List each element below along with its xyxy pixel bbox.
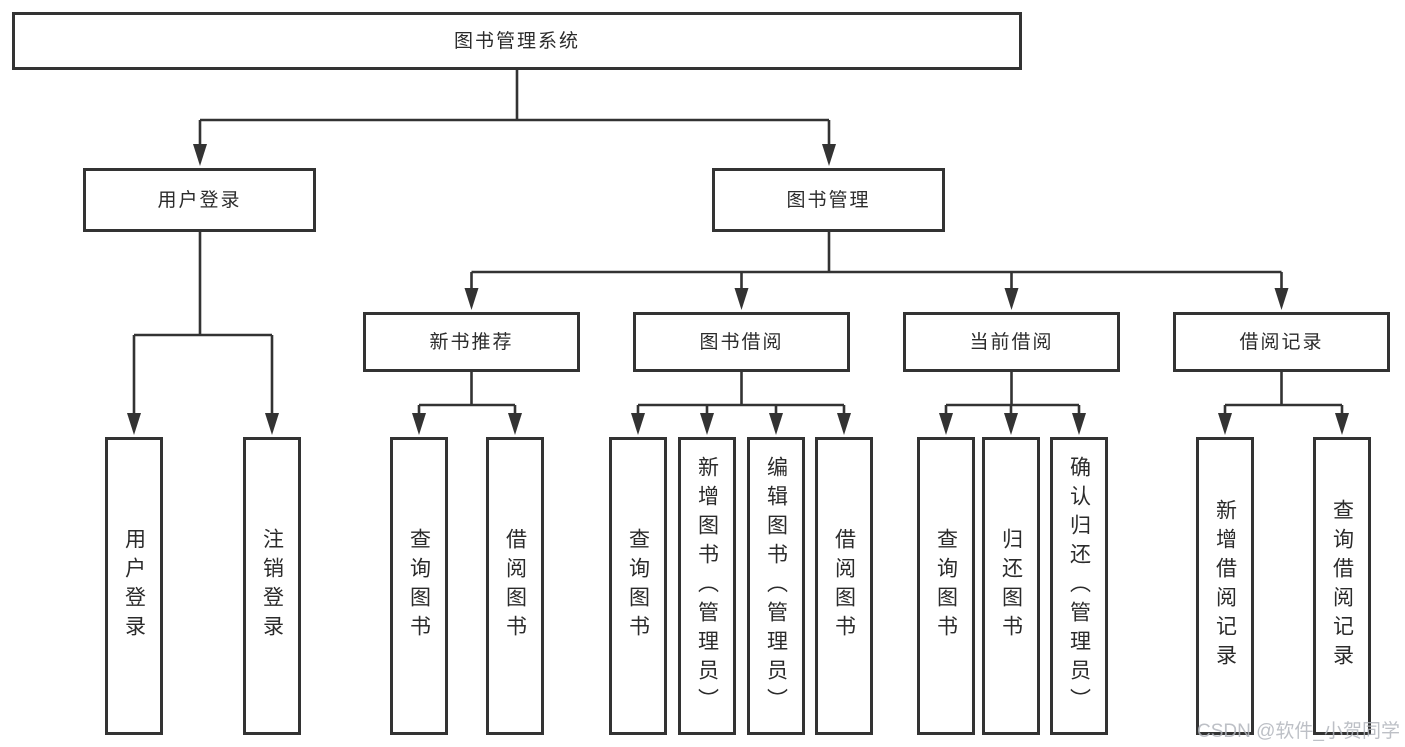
leaf-borrowing-borrow-books: 借阅图书 bbox=[815, 437, 873, 735]
leaf-return-books: 归还图书 bbox=[982, 437, 1040, 735]
leaf-confirm-return-admin: 确认归还（管理员） bbox=[1050, 437, 1108, 735]
leaf-query-borrow-record: 查询借阅记录 bbox=[1313, 437, 1371, 735]
leaf-recommend-borrow-books: 借阅图书 bbox=[486, 437, 544, 735]
arrowheads bbox=[127, 144, 1349, 435]
leaf-logout: 注销登录 bbox=[243, 437, 301, 735]
leaf-add-books-admin: 新增图书（管理员） bbox=[678, 437, 736, 735]
node-borrowing-records: 借阅记录 bbox=[1173, 312, 1390, 372]
node-user-login-branch: 用户登录 bbox=[83, 168, 316, 232]
connector-root-to-level2 bbox=[198, 70, 831, 152]
connector-user-login-to-leaves bbox=[132, 232, 274, 421]
connector-new-book-rec-to-leaves bbox=[417, 372, 517, 421]
leaf-current-query-books: 查询图书 bbox=[917, 437, 975, 735]
csdn-watermark: CSDN @软件_小贺同学 bbox=[1197, 721, 1400, 742]
leaf-user-login: 用户登录 bbox=[105, 437, 163, 735]
leaf-add-borrow-record: 新增借阅记录 bbox=[1196, 437, 1254, 735]
leaf-borrowing-query-books: 查询图书 bbox=[609, 437, 667, 735]
node-book-borrowing: 图书借阅 bbox=[633, 312, 850, 372]
node-new-book-recommendation: 新书推荐 bbox=[363, 312, 580, 372]
node-book-management-branch: 图书管理 bbox=[712, 168, 945, 232]
connector-borrow-records-to-leaves bbox=[1223, 372, 1344, 421]
node-current-borrowing: 当前借阅 bbox=[903, 312, 1120, 372]
connector-book-mgmt-to-level3 bbox=[470, 232, 1283, 296]
leaf-edit-books-admin: 编辑图书（管理员） bbox=[747, 437, 805, 735]
connector-book-borrow-to-leaves bbox=[636, 372, 846, 421]
leaf-recommend-query-books: 查询图书 bbox=[390, 437, 448, 735]
node-library-management-system: 图书管理系统 bbox=[12, 12, 1022, 70]
